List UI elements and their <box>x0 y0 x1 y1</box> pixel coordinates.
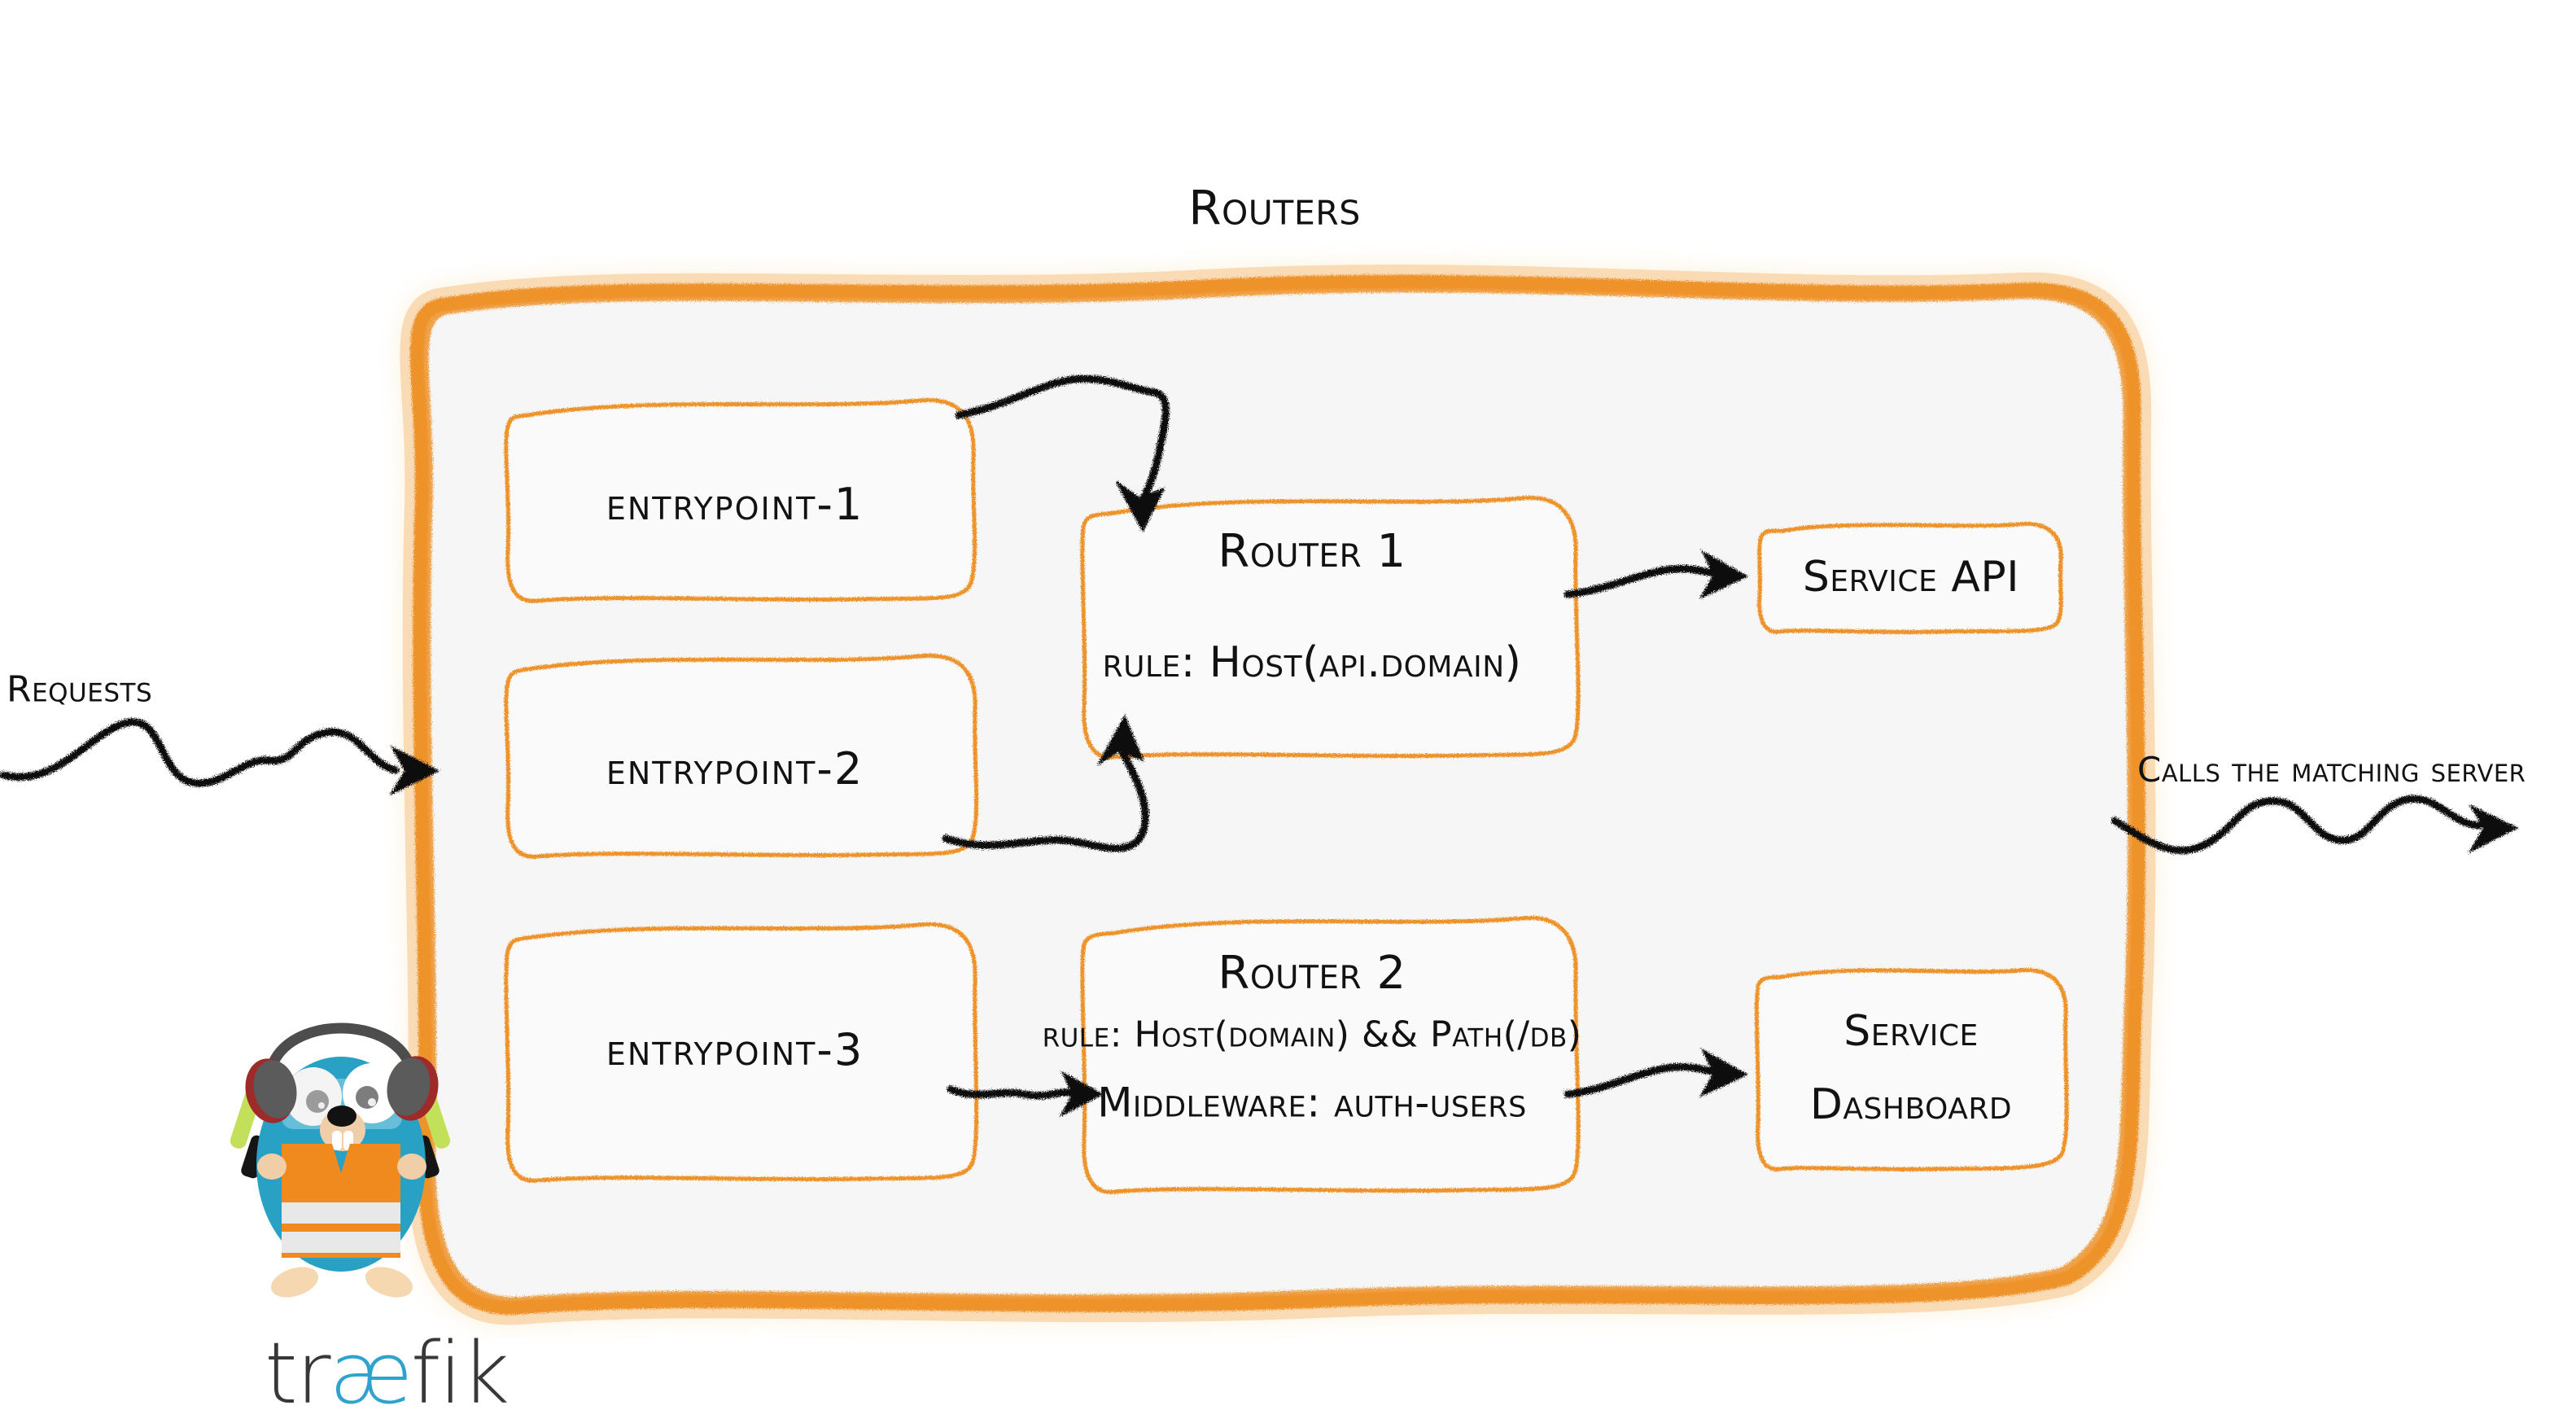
entrypoint-3-label: entrypoint-3 <box>606 1023 864 1075</box>
wordmark-prefix: tr <box>265 1324 331 1423</box>
arrow-router1-to-serviceapi <box>1564 549 1749 600</box>
arrow-router2-to-servicedashboard <box>1564 1048 1749 1098</box>
wordmark-ae-ligature: æ <box>329 1324 413 1423</box>
router-1-title: Router 1 <box>1218 524 1406 578</box>
router-1-box[interactable] <box>1080 495 1581 760</box>
service-boxes <box>1754 522 2069 1171</box>
traefik-gopher-mascot <box>230 1022 451 1298</box>
arrow-entrypoint3-to-router2 <box>947 1071 1104 1118</box>
entrypoint-2-box[interactable] <box>504 653 979 859</box>
router-2-box[interactable] <box>1080 915 1581 1194</box>
arrow-entrypoint2-to-router1 <box>942 714 1149 852</box>
router-2-rule: rule: Host(domain) && Path(/db) <box>1042 1014 1582 1056</box>
service-dashboard-label-line1: Service <box>1843 1007 1979 1057</box>
entrypoint-3-box[interactable] <box>504 922 979 1183</box>
arrow-entrypoint1-to-router1 <box>955 374 1170 533</box>
entrypoint-1-label: entrypoint-1 <box>606 478 864 530</box>
service-api-label: Service API <box>1802 553 2020 602</box>
service-dashboard-box[interactable] <box>1754 968 2069 1171</box>
calls-server-label: Calls the matching server <box>2137 749 2526 790</box>
router-2-title: Router 2 <box>1218 946 1406 1000</box>
arrow-requests-to-panel <box>0 718 440 796</box>
connection-arrows <box>0 374 2519 1118</box>
headphones-icon <box>245 1056 439 1123</box>
page-title: Routers <box>1188 180 1361 236</box>
router-1-rule: rule: Host(api.domain) <box>1102 638 1522 688</box>
entrypoint-1-box[interactable] <box>504 397 977 603</box>
requests-label: Requests <box>7 668 153 711</box>
arrow-panel-to-calls-server <box>2110 795 2519 855</box>
wordmark-suffix: fik <box>410 1324 510 1423</box>
entrypoint-2-label: entrypoint-2 <box>606 742 864 795</box>
entrypoint-boxes <box>504 397 979 1183</box>
router-2-middleware: Middleware: auth-users <box>1097 1079 1527 1127</box>
traefik-wordmark: træfik <box>265 1331 510 1416</box>
service-dashboard-label-line2: Dashboard <box>1809 1080 2013 1130</box>
service-api-box[interactable] <box>1757 522 2063 634</box>
router-boxes <box>1080 495 1581 1194</box>
